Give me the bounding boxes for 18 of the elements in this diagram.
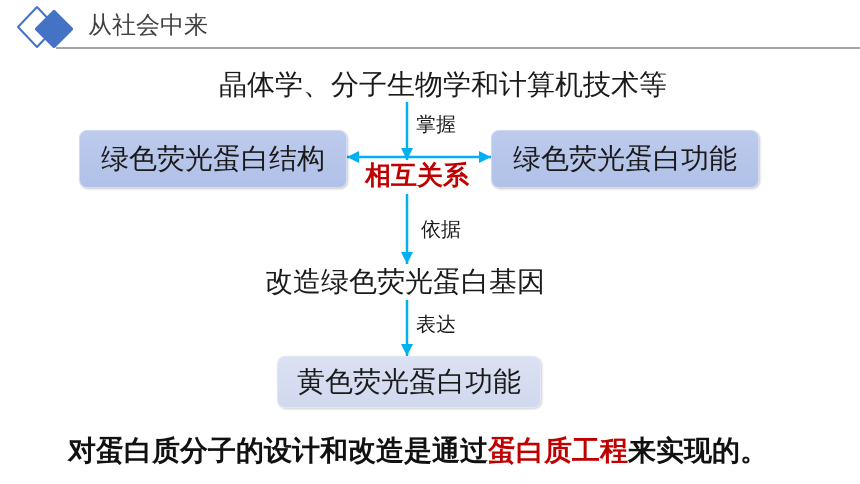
process-box	[491, 130, 759, 188]
node-text: 绿色荧光蛋白结构	[101, 142, 325, 176]
arrow	[401, 194, 413, 264]
arrow	[401, 102, 413, 160]
node-text: 晶体学、分子生物学和计算机技术等	[219, 68, 667, 102]
node-text: 黄色荧光蛋白功能	[297, 366, 521, 398]
edge-label: 表达	[415, 312, 457, 336]
relation-label: 相互关系	[365, 162, 469, 192]
node-text: 改造绿色荧光蛋白基因	[265, 266, 545, 298]
section-title: 从社会中来	[88, 10, 208, 41]
arrow	[401, 300, 413, 356]
edge-label: 依据	[420, 217, 462, 241]
process-box	[277, 356, 541, 408]
double-arrow	[347, 151, 491, 163]
edge-label: 掌握	[415, 112, 457, 136]
caption: 对蛋白质分子的设计和改造是通过蛋白质工程来实现的。	[68, 434, 768, 468]
process-box	[79, 130, 347, 188]
node-text: 绿色荧光蛋白功能	[513, 142, 737, 176]
